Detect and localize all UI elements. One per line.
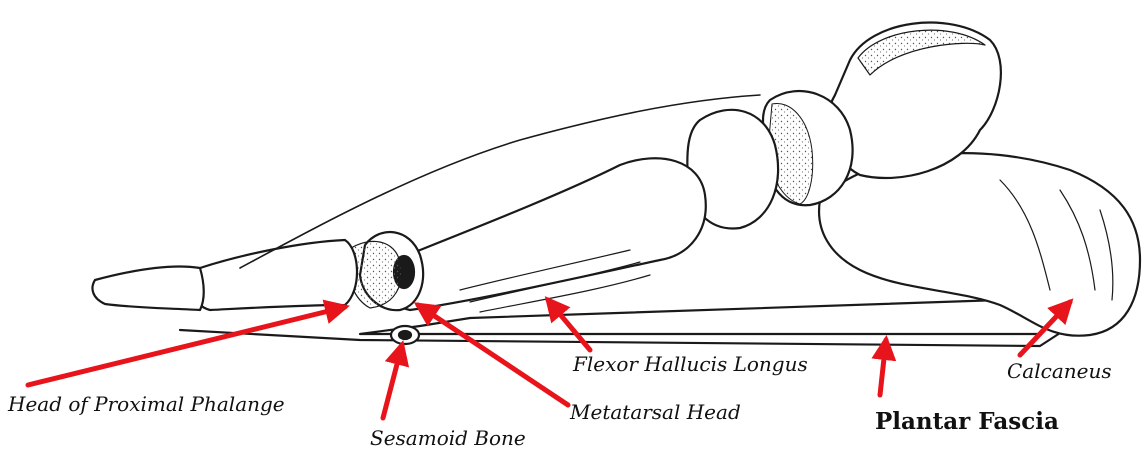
arrow-sesamoid-bone <box>383 345 402 418</box>
flexor-hallucis-longus-label: Flexor Hallucis Longus <box>573 354 808 374</box>
first-metatarsal-shape <box>387 158 706 310</box>
proximal-phalanx-shape <box>193 240 357 310</box>
foot-outline <box>92 23 1140 346</box>
arrow-head-proximal-phalange <box>28 307 345 385</box>
arrow-plantar-fascia <box>880 340 886 395</box>
sesamoid-bone-label: Sesamoid Bone <box>370 428 526 448</box>
calcaneus-label: Calcaneus <box>1007 361 1112 381</box>
head-of-proximal-phalange-label: Head of Proximal Phalange <box>8 394 285 414</box>
metatarsal-head-label: Metatarsal Head <box>570 402 741 422</box>
plantar-fascia-band <box>360 300 1050 334</box>
plantar-fascia-label: Plantar Fascia <box>875 410 1059 433</box>
distal-phalanx-shape <box>92 267 203 311</box>
